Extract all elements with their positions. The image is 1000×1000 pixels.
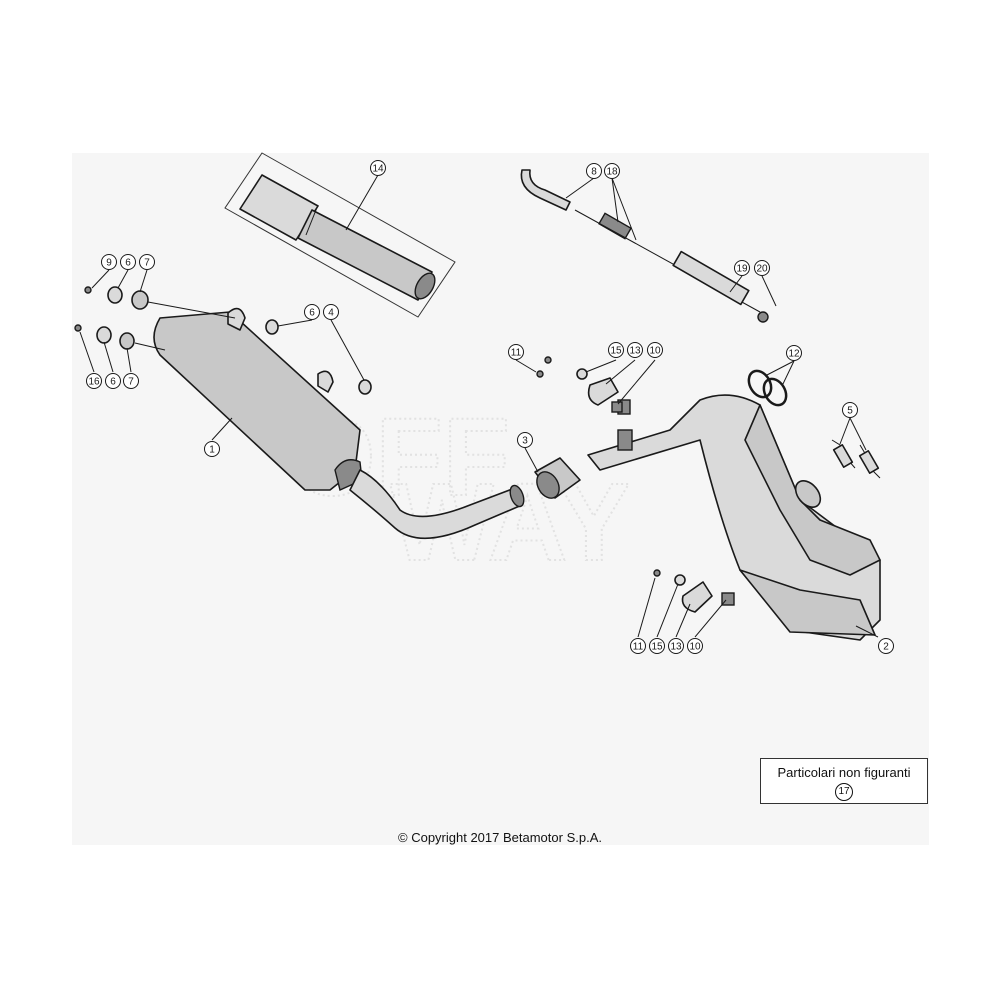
svg-text:11: 11	[633, 642, 644, 653]
callout-10-lower: 10	[687, 638, 703, 654]
callout-8: 8	[586, 163, 602, 179]
svg-text:1: 1	[209, 445, 215, 456]
svg-text:5: 5	[847, 406, 853, 417]
svg-text:14: 14	[372, 164, 384, 175]
svg-text:10: 10	[689, 642, 701, 653]
note-label: Particolari non figuranti	[777, 765, 911, 780]
callout-15-lower: 15	[649, 638, 665, 654]
callout-5: 5	[842, 402, 858, 418]
part-muffler-packing	[224, 152, 456, 318]
callout-6-top: 6	[120, 254, 136, 270]
svg-text:3: 3	[522, 436, 528, 447]
leader-lines	[79, 174, 879, 638]
svg-text:9: 9	[106, 258, 112, 269]
svg-text:2: 2	[883, 642, 889, 653]
parts-not-shown-note: Particolari non figuranti 17	[760, 758, 928, 804]
part-header-pipe	[587, 394, 881, 641]
svg-text:11: 11	[511, 348, 522, 359]
callouts: 14 8 18 19 20 9 6 7 6 4 16 6 7 1 11 15 1…	[86, 160, 894, 654]
svg-text:15: 15	[610, 346, 622, 357]
svg-text:19: 19	[736, 264, 748, 275]
svg-text:6: 6	[110, 377, 116, 388]
svg-text:13: 13	[629, 346, 641, 357]
callout-20: 20	[754, 260, 770, 276]
svg-text:4: 4	[328, 308, 334, 319]
copyright-text: © Copyright 2017 Betamotor S.p.A.	[398, 830, 602, 845]
callout-11-lower: 11	[630, 638, 646, 654]
note-callout-17: 17	[835, 783, 853, 801]
svg-text:18: 18	[606, 167, 618, 178]
callout-7-bottom: 7	[123, 373, 139, 389]
callout-3: 3	[517, 432, 533, 448]
callout-19: 19	[734, 260, 750, 276]
svg-text:15: 15	[651, 642, 663, 653]
part-coupling	[534, 457, 581, 499]
callout-1: 1	[204, 441, 220, 457]
callout-13-lower: 13	[668, 638, 684, 654]
svg-text:7: 7	[128, 377, 134, 388]
callout-4: 4	[323, 304, 339, 320]
svg-text:6: 6	[309, 308, 315, 319]
part-hose-assembly	[520, 169, 769, 323]
callout-9: 9	[101, 254, 117, 270]
callout-7-top: 7	[139, 254, 155, 270]
callout-6-mid: 6	[304, 304, 320, 320]
svg-text:13: 13	[670, 642, 682, 653]
callout-18: 18	[604, 163, 620, 179]
callout-2: 2	[878, 638, 894, 654]
part-o-rings	[747, 369, 788, 407]
callout-16: 16	[86, 373, 102, 389]
part-bracket-lower	[653, 569, 735, 613]
svg-text:10: 10	[649, 346, 661, 357]
svg-text:16: 16	[88, 377, 100, 388]
callout-6-bottom: 6	[105, 373, 121, 389]
callout-10-upper: 10	[647, 342, 663, 358]
part-springs	[831, 439, 881, 479]
svg-text:7: 7	[144, 258, 150, 269]
svg-text:20: 20	[756, 264, 768, 275]
part-fasteners-left	[74, 286, 372, 395]
callout-11-upper: 11	[508, 344, 524, 360]
callout-15-upper: 15	[608, 342, 624, 358]
callout-14: 14	[370, 160, 386, 176]
svg-text:6: 6	[125, 258, 131, 269]
part-bracket-upper	[536, 356, 623, 413]
part-silencer	[153, 307, 525, 540]
svg-text:8: 8	[591, 167, 597, 178]
callout-12: 12	[786, 345, 802, 361]
callout-13-upper: 13	[627, 342, 643, 358]
svg-text:12: 12	[788, 349, 800, 360]
